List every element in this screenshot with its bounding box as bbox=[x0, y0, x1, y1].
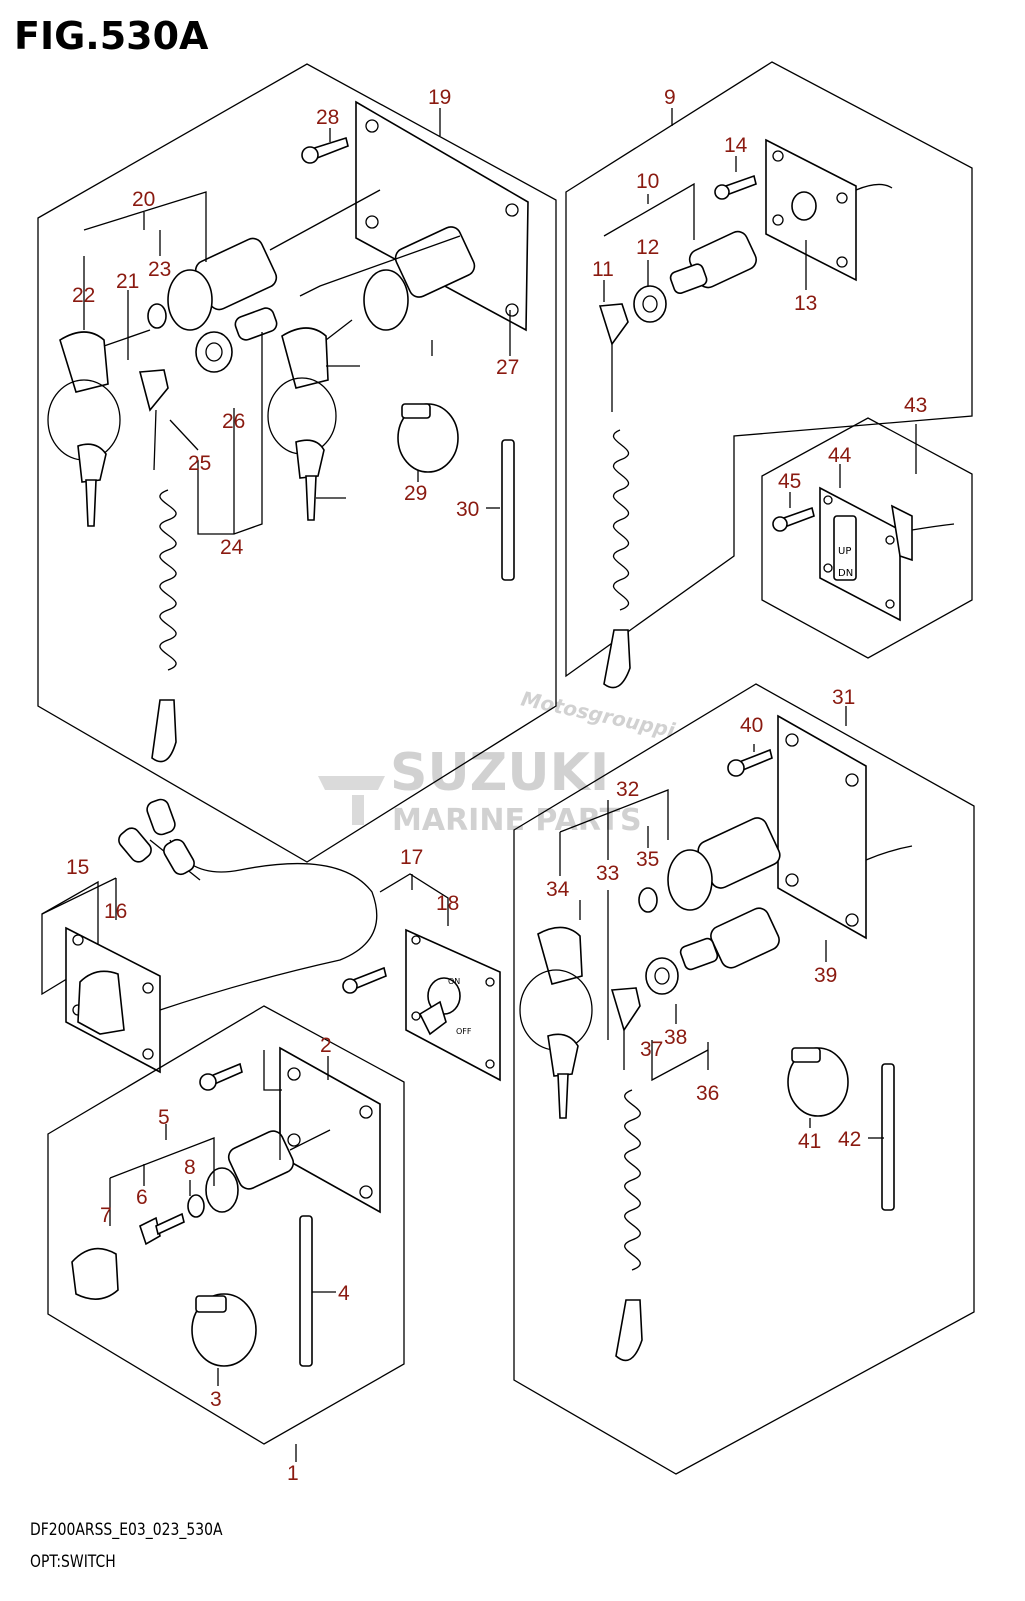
callout-31: 31 bbox=[832, 686, 855, 709]
callout-16: 16 bbox=[104, 900, 127, 923]
watermark: Motosgrouppi SUZUKI MARINE PARTS bbox=[318, 686, 678, 838]
callout-44: 44 bbox=[828, 444, 852, 467]
footer-name: OPT:SWITCH bbox=[30, 1552, 116, 1572]
callout-36: 36 bbox=[696, 1082, 719, 1105]
callout-4: 4 bbox=[338, 1282, 350, 1305]
callout-43: 43 bbox=[904, 394, 927, 417]
callout-6: 6 bbox=[136, 1186, 148, 1209]
watermark-sub: MARINE PARTS bbox=[392, 803, 642, 838]
footer-code: DF200ARSS_E03_023_530A bbox=[30, 1520, 223, 1540]
callout-7: 7 bbox=[100, 1204, 112, 1227]
callout-27: 27 bbox=[496, 356, 519, 379]
callout-45: 45 bbox=[778, 470, 801, 493]
group-box-trim-switch: UP DN bbox=[761, 417, 973, 659]
callout-26: 26 bbox=[222, 410, 245, 433]
callout-2: 2 bbox=[320, 1034, 332, 1057]
callout-34: 34 bbox=[546, 878, 570, 901]
group-box-top-left bbox=[37, 63, 557, 863]
group-box-top-right bbox=[565, 61, 973, 689]
callout-40: 40 bbox=[740, 714, 763, 737]
switch-on-label: ON bbox=[448, 977, 460, 986]
callout-15: 15 bbox=[66, 856, 89, 879]
watermark-brand: SUZUKI bbox=[390, 743, 609, 803]
callout-22: 22 bbox=[72, 284, 95, 307]
callout-20: 20 bbox=[132, 188, 155, 211]
callout-39: 39 bbox=[814, 964, 837, 987]
callout-29: 29 bbox=[404, 482, 427, 505]
figure-title: FIG.530A bbox=[14, 14, 209, 58]
callout-25: 25 bbox=[188, 452, 211, 475]
callout-5: 5 bbox=[158, 1106, 170, 1129]
callout-42: 42 bbox=[838, 1128, 861, 1151]
callout-3: 3 bbox=[210, 1388, 222, 1411]
callout-18: 18 bbox=[436, 892, 459, 915]
callout-19: 19 bbox=[428, 86, 451, 109]
group-box-15 bbox=[41, 798, 378, 1074]
callout-37: 37 bbox=[640, 1038, 663, 1061]
switch-off-label: OFF bbox=[456, 1027, 472, 1036]
group-box-17: ON OFF bbox=[342, 873, 501, 1082]
callout-33: 33 bbox=[596, 862, 619, 885]
trim-up-label: UP bbox=[838, 546, 851, 557]
callout-41: 41 bbox=[798, 1130, 821, 1153]
callout-17: 17 bbox=[400, 846, 423, 869]
callout-9: 9 bbox=[664, 86, 676, 109]
trim-dn-label: DN bbox=[838, 568, 853, 579]
callout-38: 38 bbox=[664, 1026, 687, 1049]
callout-21: 21 bbox=[116, 270, 139, 293]
callout-14: 14 bbox=[724, 134, 748, 157]
callout-28: 28 bbox=[316, 106, 339, 129]
group-box-bottom-right bbox=[513, 683, 975, 1475]
callout-11: 11 bbox=[592, 258, 614, 281]
callout-10: 10 bbox=[636, 170, 659, 193]
callout-12: 12 bbox=[636, 236, 659, 259]
callout-23: 23 bbox=[148, 258, 171, 281]
callout-24: 24 bbox=[220, 536, 244, 559]
callout-8: 8 bbox=[184, 1156, 196, 1179]
callout-labels: 1 2 3 4 5 6 7 8 9 10 11 12 13 14 15 16 1… bbox=[66, 86, 927, 1485]
callout-35: 35 bbox=[636, 848, 659, 871]
group-box-bottom-left bbox=[47, 1005, 405, 1462]
callout-13: 13 bbox=[794, 292, 817, 315]
callout-30: 30 bbox=[456, 498, 479, 521]
callout-32: 32 bbox=[616, 778, 639, 801]
callout-1: 1 bbox=[287, 1462, 299, 1485]
